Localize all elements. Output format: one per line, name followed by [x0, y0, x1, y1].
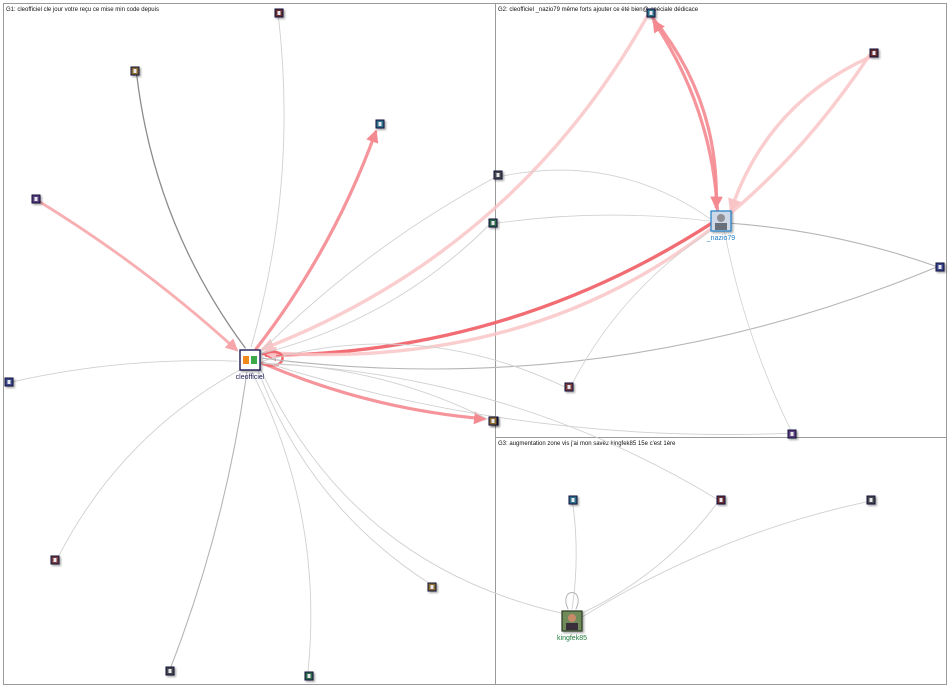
- node-g2d[interactable]: [935, 262, 945, 272]
- edge-kingfek85-to-cleofficiel: [259, 367, 564, 614]
- group-panel-g3: [495, 437, 947, 685]
- node-g1h[interactable]: [304, 671, 314, 681]
- avatar-glyph: [133, 69, 137, 73]
- edge-_nazio79-to-cleofficiel: [263, 222, 713, 362]
- avatar-glyph: [277, 11, 281, 15]
- avatar-glyph: [34, 197, 38, 201]
- node-g3b[interactable]: [716, 495, 726, 505]
- edge-g3b-to-cleofficiel: [262, 363, 717, 500]
- avatar-glyph: [491, 419, 495, 423]
- avatar-glyph: [938, 265, 942, 269]
- cle-logo-mark-orange: [243, 356, 249, 364]
- edge-g2f-to-_nazio79: [497, 214, 711, 224]
- edge-g2c-to-cleofficiel: [259, 177, 495, 353]
- edge-g2b-to-_nazio79: [728, 55, 873, 213]
- node-cleofficiel[interactable]: [239, 349, 261, 371]
- node-g1d[interactable]: [274, 8, 284, 18]
- edge-g2e-to-cleofficiel: [262, 343, 565, 388]
- avatar-head: [717, 214, 725, 222]
- node-g1f[interactable]: [4, 377, 14, 387]
- edge-_nazio79-to-g2c: [502, 169, 711, 220]
- cle-logo-mark-green: [251, 356, 257, 364]
- edge-g1a-to-cleofficiel: [136, 74, 246, 349]
- avatar-glyph: [7, 380, 11, 384]
- edge-g1b-to-cleofficiel: [38, 200, 239, 352]
- group-title-g3: G3: augmentation zone vis j'ai mon savez…: [498, 441, 676, 447]
- node-g2h[interactable]: [787, 429, 797, 439]
- avatar-head: [568, 614, 576, 622]
- edge-layer: [13, 14, 936, 672]
- edge-cleofficiel-to-g2g: [261, 361, 487, 425]
- edge-g2a-to-_nazio79: [651, 16, 723, 210]
- avatar-glyph: [378, 122, 382, 126]
- edge-_nazio79-to-g2e: [572, 228, 714, 384]
- edge-g1j-to-cleofficiel: [262, 362, 490, 421]
- node-g2g[interactable]: [488, 416, 498, 426]
- edge-g2a-to-cleofficiel: [260, 14, 649, 352]
- avatar-glyph: [869, 498, 873, 502]
- edge-_nazio79-to-g2d: [731, 222, 936, 267]
- avatar-glyph: [53, 558, 57, 562]
- avatar-body: [715, 223, 727, 230]
- node-g1a[interactable]: [130, 66, 140, 76]
- node-g1g[interactable]: [50, 555, 60, 565]
- edge-kingfek85-to-g3c: [582, 501, 867, 617]
- node-g2f[interactable]: [488, 218, 498, 228]
- edge-kingfek85-to-g3b: [580, 502, 718, 614]
- avatar-glyph: [790, 432, 794, 436]
- avatar-glyph: [491, 221, 495, 225]
- avatar-glyph: [430, 585, 434, 589]
- node-g3a[interactable]: [568, 495, 578, 505]
- edge-g2f-to-cleofficiel: [260, 225, 490, 355]
- group-title-g1: G1: cleofficiel cle jour votre reçu ce m…: [6, 7, 159, 13]
- node-g2b[interactable]: [869, 48, 879, 58]
- edge-g2b-to-cleofficiel: [262, 53, 872, 361]
- avatar-glyph: [719, 498, 723, 502]
- node-g2a[interactable]: [646, 8, 656, 18]
- node-_nazio79[interactable]: [710, 210, 732, 232]
- node-label-kingfek85: kingfek85: [557, 635, 587, 642]
- edge-g1g-to-cleofficiel: [58, 368, 242, 557]
- node-g1i[interactable]: [427, 582, 437, 592]
- avatar-glyph: [168, 669, 172, 673]
- edge-g1h-to-cleofficiel: [251, 372, 312, 672]
- cle-logo-icon: [239, 349, 261, 371]
- edge-kingfek85-to-g3a: [571, 504, 577, 610]
- group-panel-g1: [3, 3, 496, 685]
- avatar-glyph: [567, 385, 571, 389]
- edge-g1e-to-cleofficiel: [170, 372, 248, 667]
- avatar-glyph: [872, 51, 876, 55]
- edge-kingfek85-to-kingfek85: [565, 592, 579, 610]
- avatar-body: [566, 623, 578, 630]
- avatar-glyph: [571, 498, 575, 502]
- node-layer: cleofficiel _nazio79 kingfek85: [4, 8, 945, 681]
- edge-g1d-to-cleofficiel: [250, 17, 285, 348]
- node-g1c[interactable]: [375, 119, 385, 129]
- edge-g1f-to-cleofficiel: [13, 360, 238, 382]
- edge-g2h-to-cleofficiel: [262, 361, 788, 435]
- node-g1e[interactable]: [165, 666, 175, 676]
- node-label-cleofficiel: cleofficiel: [236, 374, 265, 381]
- avatar-glyph: [496, 173, 500, 177]
- group-title-g2: G2: cleofficiel _nazio79 même forts ajou…: [498, 7, 699, 13]
- edge-cleofficiel-to-cleofficiel: [261, 350, 284, 367]
- node-g3c[interactable]: [866, 495, 876, 505]
- node-g2e[interactable]: [564, 382, 574, 392]
- avatar-glyph: [307, 674, 311, 678]
- node-label-_nazio79: _nazio79: [706, 235, 736, 242]
- edge-cleofficiel-to-g1c: [254, 129, 379, 351]
- edge-g2d-to-cleofficiel: [262, 267, 936, 370]
- node-g2c[interactable]: [493, 170, 503, 180]
- node-g1b[interactable]: [31, 194, 41, 204]
- edge-_nazio79-to-g2h: [724, 231, 791, 430]
- node-kingfek85[interactable]: [561, 610, 583, 632]
- edge-_nazio79-to-g2a: [652, 19, 720, 213]
- edge-g1i-to-cleofficiel: [257, 369, 430, 584]
- group-panels: [3, 3, 947, 685]
- avatar-glyph: [649, 11, 653, 15]
